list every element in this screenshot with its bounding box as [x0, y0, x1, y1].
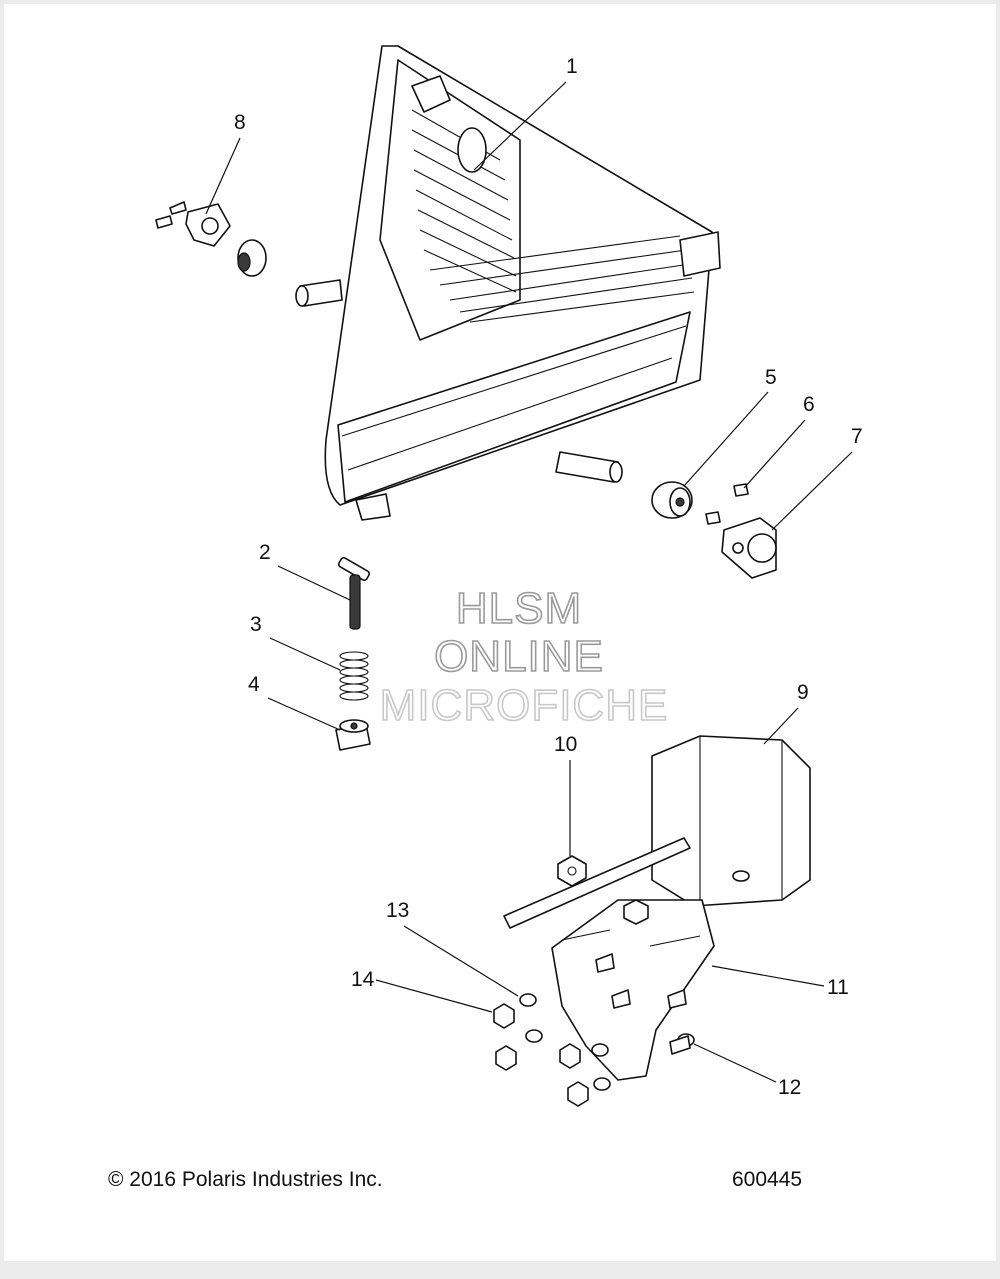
callout-2: 2 [259, 541, 271, 564]
callout-1: 1 [566, 55, 578, 78]
callout-12: 12 [778, 1076, 801, 1099]
mounting-plate [551, 899, 715, 1081]
headlight-assembly [295, 45, 721, 521]
washers-and-nuts [493, 993, 611, 1107]
watermark: HLSM ONLINE MICROFICHE [379, 583, 669, 731]
left-bracket-kit [155, 201, 267, 277]
copyright-notice: © 2016 Polaris Industries Inc. [108, 1168, 383, 1191]
clip-nut [335, 719, 371, 751]
callout-3: 3 [250, 613, 262, 636]
spring [339, 651, 369, 701]
callout-9: 9 [797, 681, 809, 704]
flange-bolt [669, 1033, 695, 1055]
callout-11: 11 [827, 976, 849, 999]
adjuster-t-bolt [337, 556, 371, 630]
callout-14: 14 [351, 968, 375, 991]
callout-numbers: 1 8 5 6 7 2 3 4 9 10 13 14 11 12 [234, 55, 863, 1099]
watermark-line-2: ONLINE [434, 632, 604, 681]
leader-lines [205, 81, 853, 1083]
callout-4: 4 [248, 673, 260, 696]
watermark-line-1: HLSM [456, 584, 582, 633]
support-rod [503, 837, 691, 929]
cooling-fins [411, 109, 695, 323]
diagram-number: 600445 [732, 1168, 803, 1191]
callout-8: 8 [234, 111, 246, 134]
callout-13: 13 [386, 899, 409, 922]
mount-box [651, 735, 811, 907]
callout-7: 7 [851, 425, 863, 448]
right-bracket-kit [651, 481, 777, 579]
callout-10: 10 [554, 733, 577, 756]
callout-6: 6 [803, 393, 815, 416]
callout-5: 5 [765, 366, 777, 389]
watermark-line-3: MICROFICHE [380, 681, 669, 730]
hex-nut-top [557, 855, 587, 887]
